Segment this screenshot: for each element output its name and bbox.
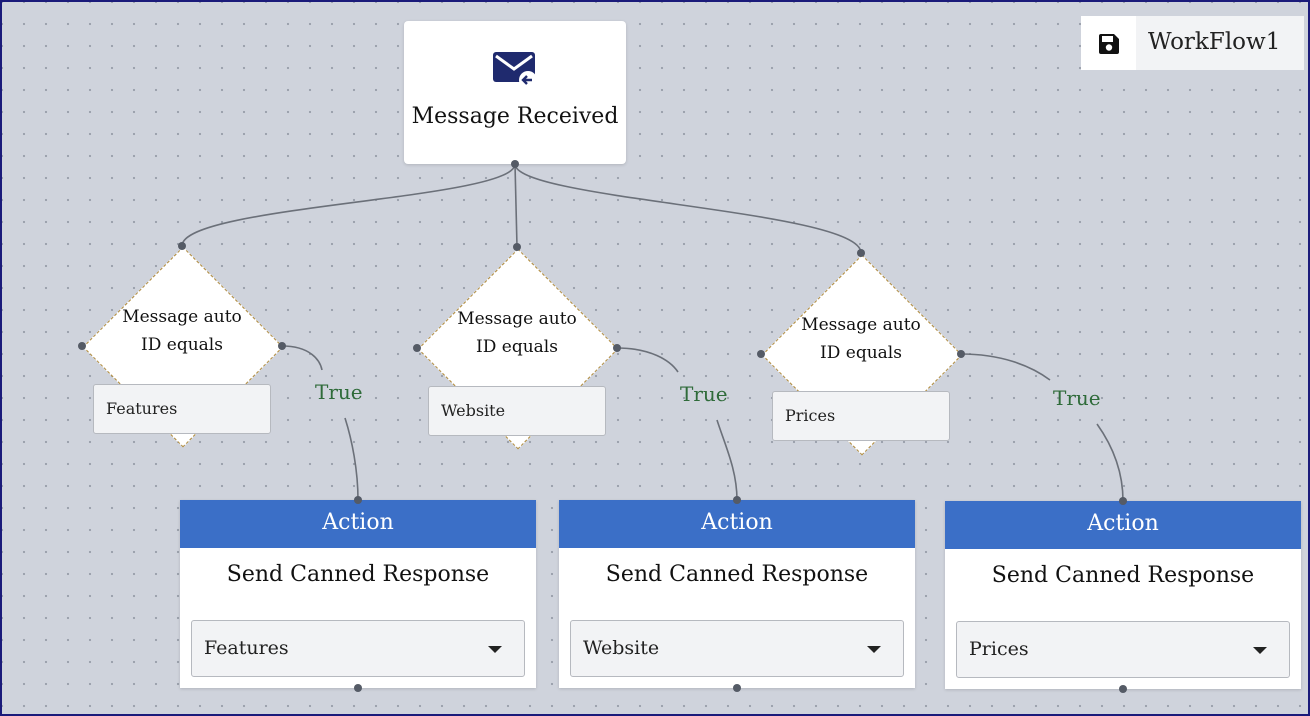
message-received-icon [493, 52, 537, 89]
edge-trigger-to-condition-2 [514, 163, 518, 248]
condition-label-3: Message auto ID equals [801, 315, 921, 363]
action-2-input-port[interactable] [733, 496, 741, 504]
condition-2-true-port[interactable] [613, 344, 621, 352]
edge-trigger-to-condition-1 [181, 163, 516, 247]
canned-response-select-1-value: Features [204, 637, 289, 659]
edge-condition-3-true [960, 353, 1051, 381]
action-title-2: Send Canned Response [605, 562, 869, 587]
condition-3-true-label: True [1053, 386, 1101, 410]
condition-1-input-port[interactable] [178, 242, 186, 250]
action-2-output-port[interactable] [733, 684, 741, 692]
canned-response-select-2[interactable]: Website [570, 620, 904, 677]
condition-2-left-port[interactable] [413, 344, 421, 352]
condition-2-true-label: True [680, 382, 728, 406]
action-title-1: Send Canned Response [226, 562, 490, 587]
canned-response-select-2-value: Website [583, 637, 660, 659]
condition-1-true-label: True [315, 380, 363, 404]
condition-value-input-1[interactable]: Features [93, 384, 271, 434]
edge-condition-1-to-action-1 [344, 417, 359, 501]
chevron-down-icon [1253, 647, 1267, 654]
condition-label-1: Message auto ID equals [122, 307, 242, 355]
canned-response-select-3-value: Prices [969, 638, 1029, 660]
action-node-3[interactable]: Action Send Canned Response Prices [945, 501, 1301, 689]
canned-response-select-1[interactable]: Features [191, 620, 525, 677]
condition-3-true-port[interactable] [957, 350, 965, 358]
condition-label-2: Message auto ID equals [457, 309, 577, 357]
edge-condition-2-true [616, 347, 679, 373]
trigger-title: Message Received [411, 104, 619, 129]
action-3-input-port[interactable] [1119, 497, 1127, 505]
action-3-output-port[interactable] [1119, 685, 1127, 693]
action-header-1: Action [180, 500, 536, 548]
action-header-2: Action [559, 500, 915, 548]
action-title-3: Send Canned Response [991, 563, 1255, 588]
action-1-input-port[interactable] [354, 496, 362, 504]
trigger-node[interactable] [404, 21, 626, 164]
canned-response-select-3[interactable]: Prices [956, 621, 1290, 678]
edge-condition-2-to-action-2 [716, 419, 738, 501]
action-node-2[interactable]: Action Send Canned Response Website [559, 500, 915, 688]
save-button[interactable] [1081, 16, 1136, 70]
edge-condition-1-true [281, 345, 323, 371]
condition-value-input-2[interactable]: Website [428, 386, 606, 436]
edge-trigger-to-condition-3 [514, 163, 862, 254]
trigger-output-port[interactable] [511, 160, 519, 168]
chevron-down-icon [488, 646, 502, 653]
save-icon [1099, 34, 1119, 54]
workflow-name-field[interactable]: WorkFlow1 [1136, 16, 1304, 70]
action-1-output-port[interactable] [354, 684, 362, 692]
condition-1-true-port[interactable] [278, 342, 286, 350]
condition-value-input-3[interactable]: Prices [772, 391, 950, 441]
condition-3-left-port[interactable] [757, 350, 765, 358]
action-node-1[interactable]: Action Send Canned Response Features [180, 500, 536, 688]
chevron-down-icon [867, 646, 881, 653]
edge-condition-3-to-action-3 [1096, 423, 1124, 502]
condition-1-left-port[interactable] [78, 342, 86, 350]
condition-3-input-port[interactable] [857, 249, 865, 257]
condition-2-input-port[interactable] [513, 243, 521, 251]
action-header-3: Action [945, 501, 1301, 549]
